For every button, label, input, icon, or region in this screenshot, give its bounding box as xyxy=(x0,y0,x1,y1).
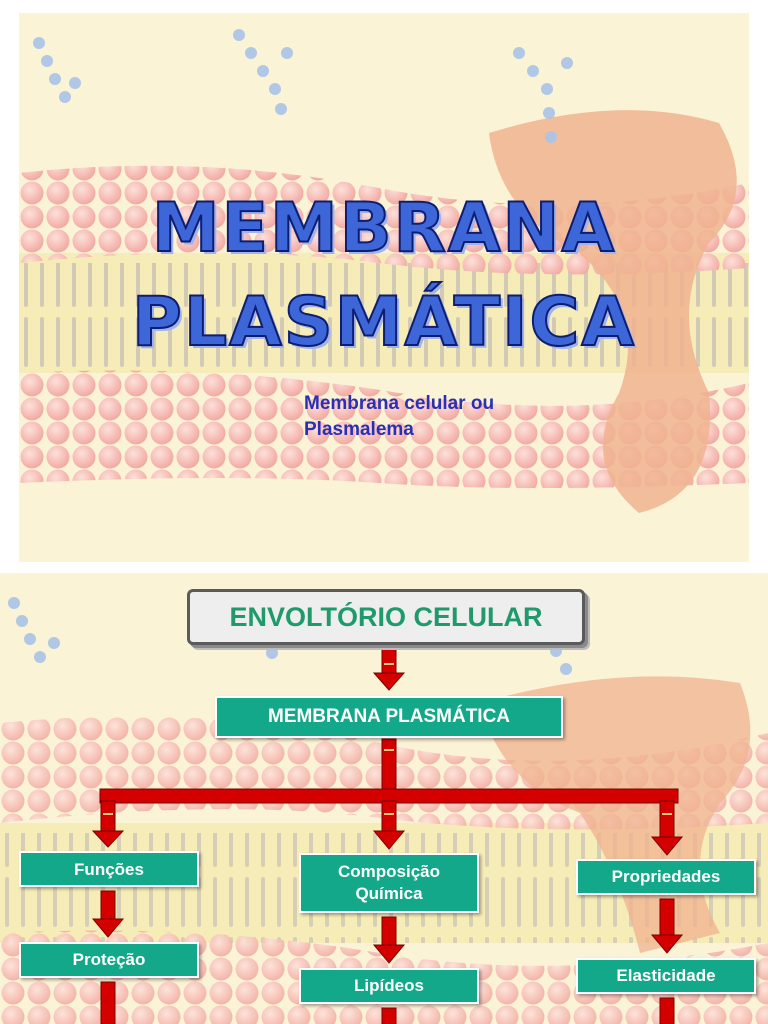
slide-subtitle: Membrana celular ou Plasmalema xyxy=(304,391,604,443)
node-composicao-line-2: Química xyxy=(355,884,423,903)
node-propriedades: Propriedades xyxy=(576,859,756,895)
root-node-envoltorio-celular: ENVOLTÓRIO CELULAR xyxy=(187,589,585,645)
subtitle-line-1: Membrana celular ou xyxy=(304,393,495,414)
membrane-illustration xyxy=(19,13,749,562)
node-composicao-quimica: Composição Química xyxy=(299,853,479,913)
node-lipideos: Lipídeos xyxy=(299,968,479,1004)
node-membrana-plasmatica: MEMBRANA PLASMÁTICA xyxy=(215,696,563,738)
node-protecao: Proteção xyxy=(19,942,199,978)
slide-title-line-1: MEMBRANA xyxy=(151,188,617,269)
slide-title-line-2: PLASMÁTICA xyxy=(131,282,636,363)
concept-map-slide: ENVOLTÓRIO CELULAR MEMBRANA PLASMÁTICA F… xyxy=(0,573,768,1024)
connector-arrows xyxy=(91,648,684,1024)
node-composicao-line-1: Composição xyxy=(337,862,441,881)
node-elasticidade: Elasticidade xyxy=(576,958,756,994)
title-slide: MEMBRANA PLASMÁTICA Membrana celular ou … xyxy=(19,13,749,562)
node-funcoes: Funções xyxy=(19,851,199,887)
subtitle-line-2: Plasmalema xyxy=(304,419,414,440)
